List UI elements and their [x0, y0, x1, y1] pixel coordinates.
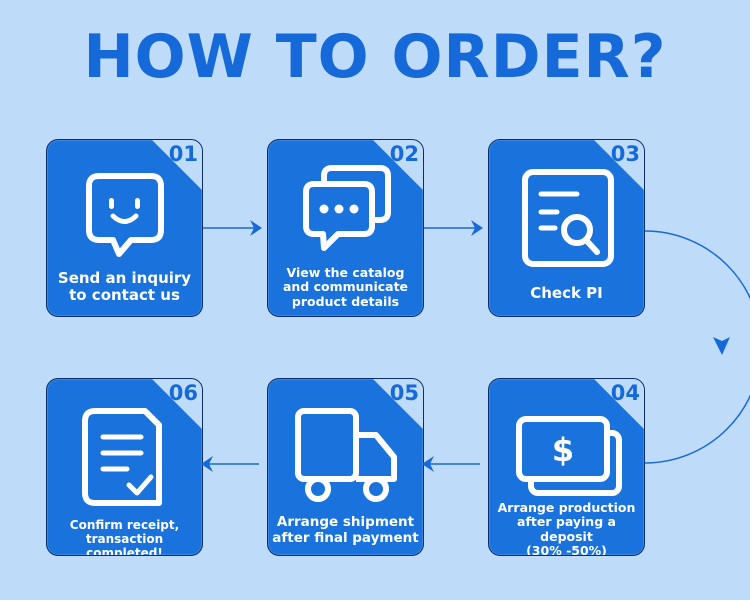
arrow-03-04 [644, 230, 750, 464]
delivery-truck-icon [295, 408, 397, 502]
card-corner [373, 379, 423, 429]
money-bill-icon: $ [516, 416, 622, 496]
arrow-head [713, 337, 730, 355]
chat-face-icon [86, 173, 164, 257]
step-number: 02 [389, 142, 419, 166]
step-card-03: 03 Check PI [488, 139, 645, 317]
svg-text:$: $ [552, 431, 574, 469]
step-label: Check PI [530, 284, 603, 302]
card-corner [594, 140, 644, 190]
arrow-head [250, 220, 262, 236]
step-number: 04 [610, 381, 640, 405]
receipt-check-icon [82, 408, 162, 506]
step-number: 01 [168, 142, 198, 166]
chat-bubbles-icon [303, 165, 391, 251]
document-search-icon [522, 169, 614, 267]
arrow-head [422, 456, 434, 472]
step-label: Confirm receipt,transaction completed! [69, 518, 180, 556]
step-number: 03 [610, 142, 640, 166]
step-number: 05 [389, 381, 419, 405]
step-card-06: 06 Confirm receipt,transaction completed… [46, 378, 203, 556]
card-corner [373, 140, 423, 190]
arrow-head [201, 456, 213, 472]
arrow-head [471, 220, 483, 236]
card-corner [152, 379, 202, 429]
page-title: HOW TO ORDER? [83, 22, 667, 92]
step-number: 06 [168, 381, 198, 405]
